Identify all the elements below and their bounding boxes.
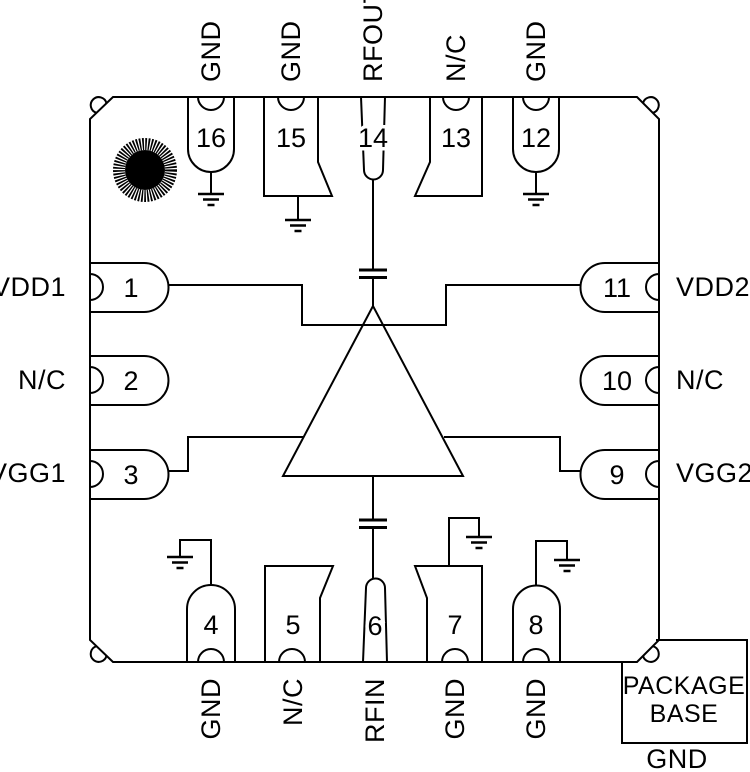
pin-2-label: N/C	[18, 365, 66, 395]
vdd-wire	[168, 284, 581, 326]
pin1-indicator-dot	[113, 138, 177, 202]
pin-15-number: 15	[276, 123, 306, 153]
corner-notch-top-left	[89, 96, 108, 114]
pin-7-notch	[441, 648, 469, 663]
pin-16-number: 16	[196, 123, 226, 153]
vgg1-wire	[168, 436, 304, 472]
pin-6-label: RFIN	[360, 678, 390, 743]
pin-8-notch	[522, 648, 550, 663]
ground-symbol-pin16	[196, 192, 226, 207]
die-outline	[89, 96, 660, 663]
pin-11-number: 11	[603, 273, 631, 303]
vgg2-wire	[444, 436, 581, 472]
pin-15-pad	[263, 97, 334, 197]
pin-11-notch	[645, 273, 660, 301]
pin-3-label: VGG1	[0, 458, 66, 488]
pin-8-label: GND	[521, 678, 551, 740]
pin-13-notch	[442, 96, 470, 111]
pin-11-label: VDD2	[676, 272, 750, 302]
pin-4-label: GND	[196, 678, 226, 740]
pin-1-pad	[90, 262, 170, 313]
pin-4-pad	[186, 584, 236, 662]
pin-6-pad	[362, 577, 388, 663]
amplifier-triangle-icon	[281, 303, 465, 477]
pin-12-number: 12	[521, 123, 551, 153]
ground-symbol-pin4	[165, 555, 195, 570]
pin-1-notch	[89, 273, 104, 301]
ground-symbol-pin15	[283, 218, 313, 233]
pin-7-number: 7	[447, 610, 462, 640]
pin-6-number: 6	[367, 611, 382, 641]
pin-14-label: RFOUT	[358, 0, 388, 82]
pin-12-notch	[522, 96, 550, 111]
pin-5-number: 5	[285, 610, 300, 640]
pin-2-pad	[90, 355, 170, 406]
pin-16-pad	[187, 97, 235, 173]
pin-4-ground-wire	[179, 539, 212, 585]
pin-3-pad	[90, 449, 170, 500]
ground-symbol-pin12	[521, 192, 551, 207]
pin-1-number: 1	[123, 273, 138, 303]
pin-7-ground-wire	[448, 517, 480, 566]
pin-15-label: GND	[276, 21, 306, 83]
pin-3-notch	[89, 460, 104, 488]
pin-7-pad	[413, 565, 483, 662]
ground-symbol-pin8	[552, 558, 582, 573]
pin-11-pad	[579, 262, 659, 313]
pin-15-notch	[277, 96, 305, 111]
pin-7-label: GND	[440, 678, 470, 740]
pin-9-pad	[579, 449, 659, 500]
pin-3-number: 3	[123, 460, 138, 490]
pin-4-number: 4	[203, 610, 218, 640]
pin-9-number: 9	[609, 460, 624, 490]
pin-8-ground-wire	[535, 540, 568, 585]
pin-10-pad	[579, 355, 659, 406]
pin-10-number: 10	[602, 366, 632, 396]
package-base-title-line1: PACKAGE	[623, 672, 746, 700]
input-capacitor-icon	[359, 518, 387, 529]
pin-8-pad	[512, 584, 561, 662]
pin-9-label: VGG2	[676, 458, 750, 488]
pin-13-number: 13	[441, 123, 471, 153]
corner-notch-bottom-right	[642, 645, 660, 663]
corner-notch-top-right	[642, 96, 660, 114]
pin-5-label: N/C	[278, 678, 308, 726]
pin-16-notch	[197, 96, 225, 111]
ground-symbol-pin7	[464, 535, 494, 550]
pin-5-notch	[278, 648, 306, 663]
package-base-ground-label: GND	[646, 744, 708, 772]
pin-1-label: VDD1	[0, 272, 66, 302]
pin-14-pad	[360, 96, 386, 181]
pin-2-notch	[89, 366, 104, 394]
pin-2-number: 2	[123, 366, 138, 396]
pin-5-pad	[264, 565, 335, 662]
pin-12-pad	[512, 97, 560, 173]
output-capacitor-icon	[359, 268, 387, 279]
pin-10-notch	[645, 366, 660, 394]
package-base-box	[621, 639, 748, 744]
pin-4-notch	[197, 648, 225, 663]
pin-13-label: N/C	[441, 34, 471, 82]
pin-10-label: N/C	[676, 365, 724, 395]
corner-notch-bottom-left	[89, 645, 108, 663]
pin-13-pad	[413, 97, 483, 197]
pin-12-label: GND	[521, 21, 551, 83]
pin-14-number: 14	[358, 123, 388, 153]
pin-9-notch	[645, 460, 660, 488]
package-base-title-line2: BASE	[650, 700, 719, 728]
pin-8-number: 8	[528, 610, 543, 640]
pin-16-label: GND	[196, 21, 226, 83]
